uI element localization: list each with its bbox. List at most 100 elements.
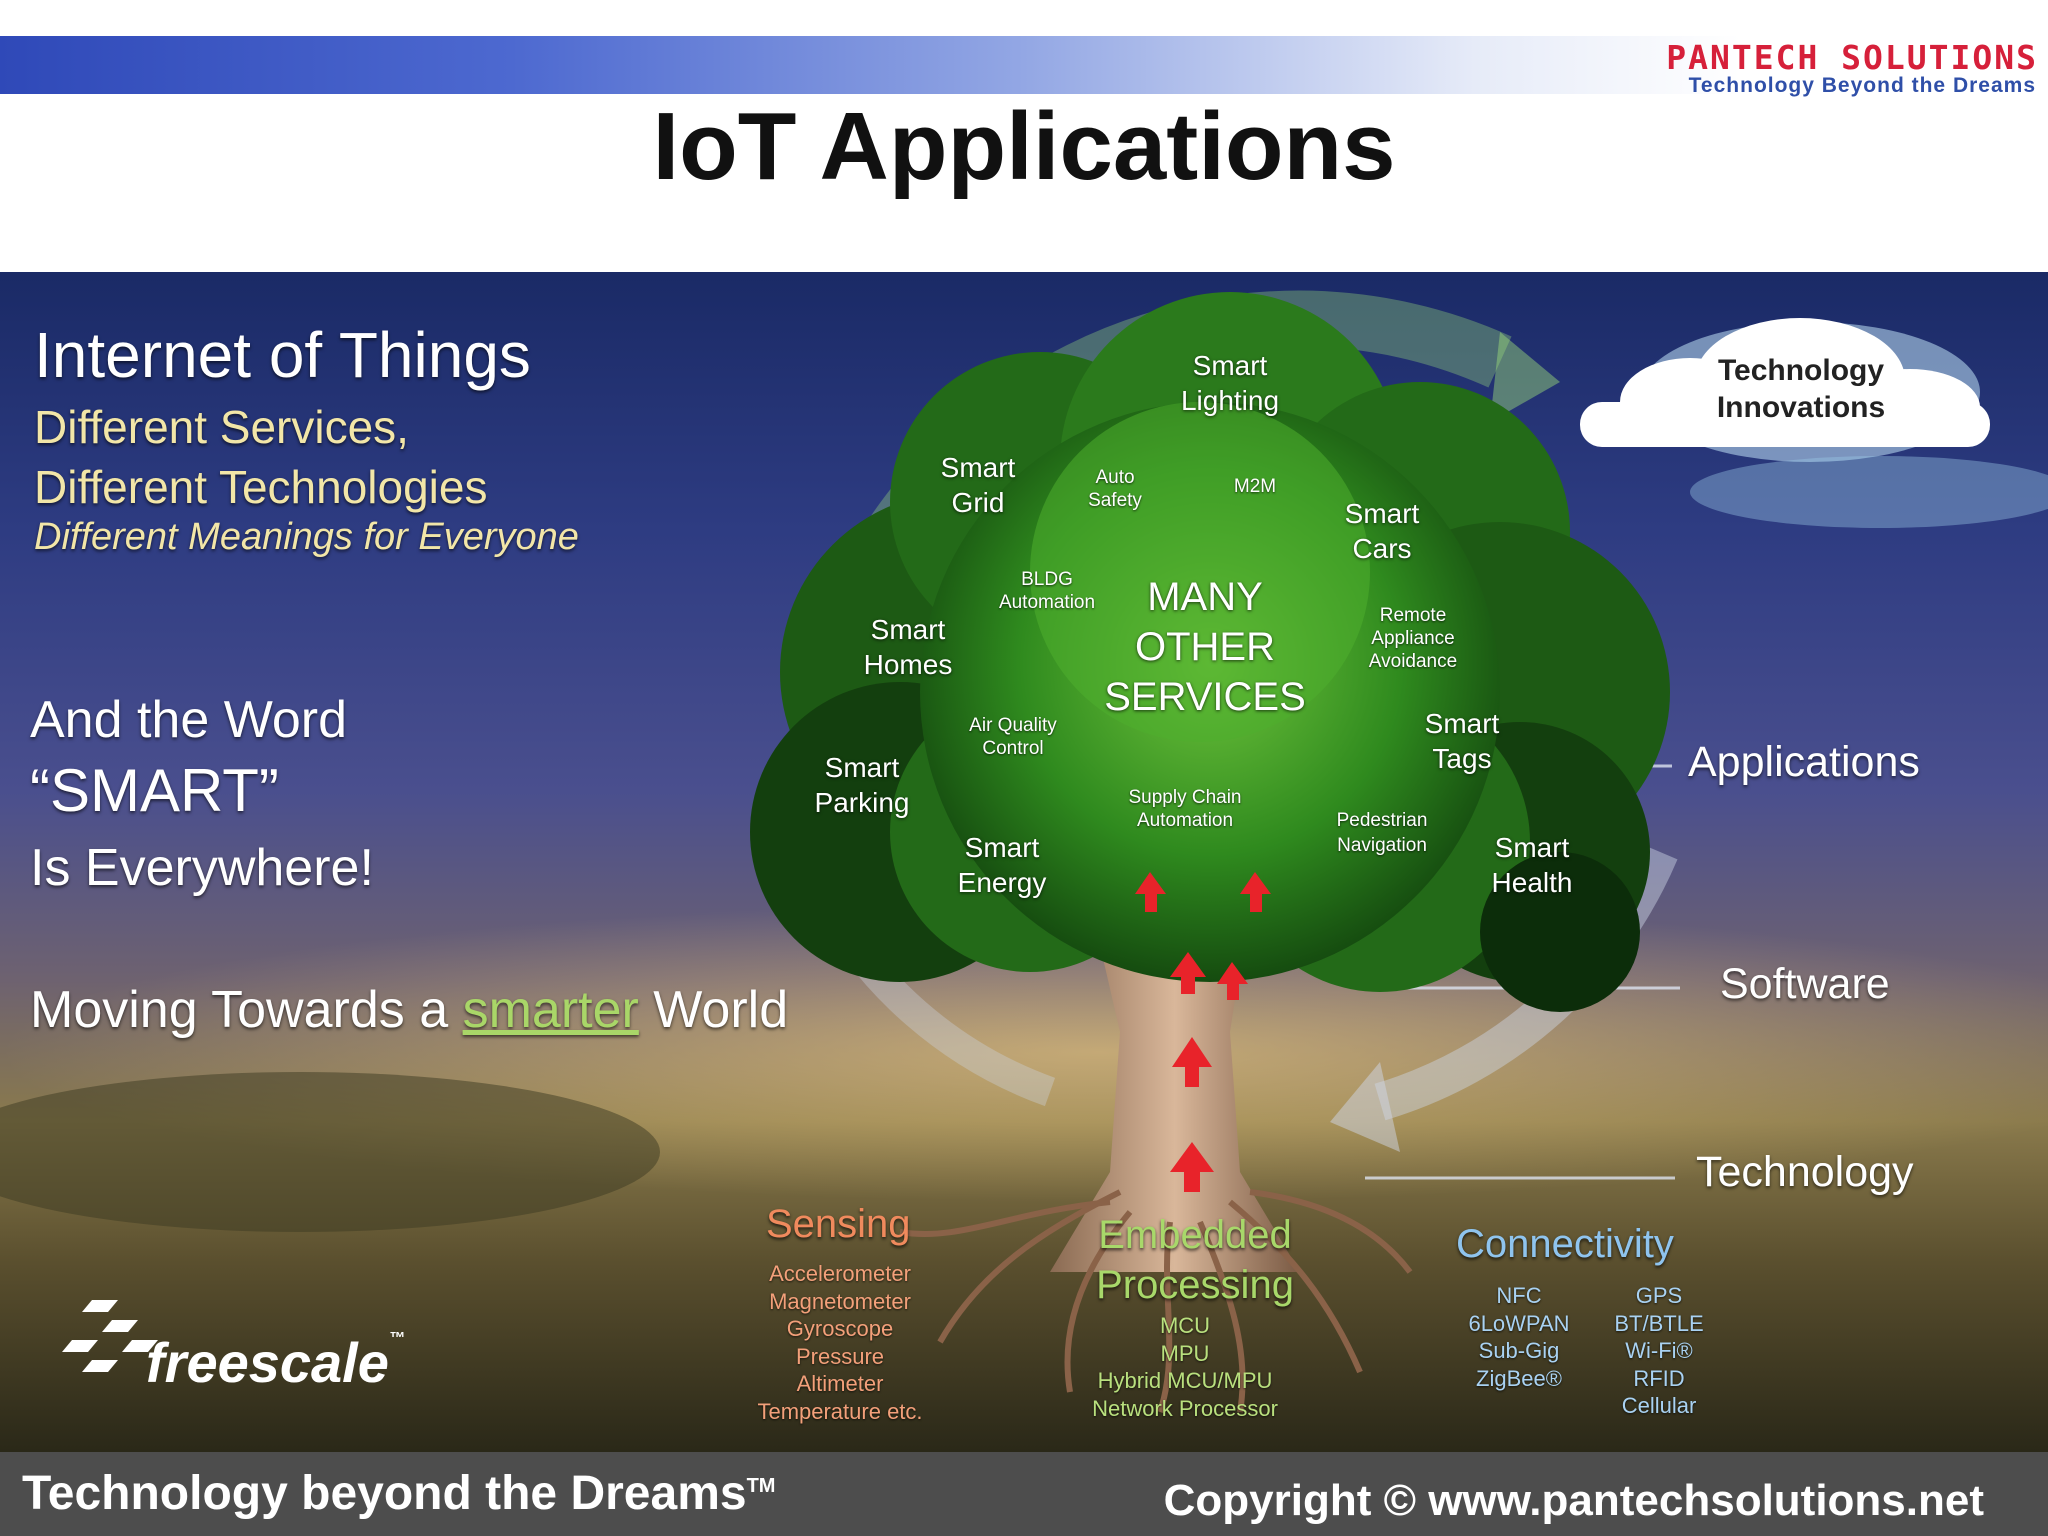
leaf-m2m: M2M bbox=[1233, 476, 1277, 497]
sensing-title: Sensing bbox=[766, 1202, 911, 1246]
leaf-line: Navigation bbox=[1337, 835, 1427, 856]
intro-line-technologies: Different Technologies bbox=[34, 461, 488, 513]
brand-logo-text: PANTECH SOLUTIONS bbox=[1666, 38, 2038, 77]
cloud-shape bbox=[1580, 318, 2048, 528]
leaf-line: Energy bbox=[957, 867, 1047, 898]
moving-prefix: Moving Towards a bbox=[30, 981, 463, 1039]
moving-suffix: World bbox=[638, 981, 789, 1039]
cloud-line-innovations: Innovations bbox=[1716, 391, 1886, 424]
slide-title: IoT Applications bbox=[652, 93, 1396, 200]
connectivity-list-2: GPS BT/BTLE Wi-Fi® RFID Cellular bbox=[1596, 1282, 1722, 1420]
embedded-title-line: Embedded bbox=[1098, 1213, 1292, 1257]
sensing-item: Magnetometer bbox=[769, 1288, 911, 1314]
smart-line-smart: “SMART” bbox=[30, 757, 279, 824]
cycle-arrowhead-right bbox=[1330, 1062, 1400, 1152]
leaf-line: Smart bbox=[964, 832, 1040, 863]
leaf-line: Parking bbox=[814, 787, 910, 818]
intro-title: Internet of Things bbox=[34, 319, 531, 391]
tree-canopy bbox=[750, 292, 1670, 1012]
connectivity-list-1: NFC 6LoWPAN Sub-Gig ZigBee® bbox=[1446, 1282, 1592, 1392]
leaf-line: Smart bbox=[1494, 832, 1570, 863]
leaf-line: Remote bbox=[1379, 605, 1447, 626]
leaf-line: Smart bbox=[824, 752, 900, 783]
embedded-item: Hybrid MCU/MPU bbox=[1097, 1368, 1273, 1393]
layer-software: Software bbox=[1720, 960, 1890, 1008]
tree-trunk bbox=[1050, 902, 1300, 1272]
leaf-line: Health bbox=[1491, 867, 1573, 898]
connectivity-title: Connectivity bbox=[1456, 1222, 1674, 1266]
footer-tm: TM bbox=[746, 1475, 776, 1497]
sensing-item: Accelerometer bbox=[769, 1261, 911, 1286]
footer-tagline: Technology beyond the DreamsTM bbox=[22, 1466, 775, 1521]
smart-line-word: And the Word bbox=[30, 691, 348, 749]
brand-tagline: Technology Beyond the Dreams bbox=[1688, 74, 2036, 97]
cycle-arrowhead-top bbox=[1490, 332, 1560, 422]
ground-shadow-left bbox=[0, 1072, 660, 1232]
tree-center-line: MANY bbox=[1147, 575, 1263, 619]
cloud-text: Technology Innovations bbox=[1716, 352, 1886, 426]
embedded-item: MPU bbox=[1160, 1340, 1210, 1366]
trunk-arrows bbox=[1135, 872, 1271, 1192]
leaf-line: Safety bbox=[1088, 490, 1142, 511]
tree-artwork bbox=[0, 290, 2048, 1413]
leaf-line: Smart bbox=[1344, 498, 1420, 529]
leaf-line: BLDG bbox=[1021, 569, 1073, 590]
connectivity-item: Wi-Fi® bbox=[1625, 1338, 1693, 1363]
footer-tagline-text: Technology beyond the Dreams bbox=[22, 1467, 747, 1520]
tree-center-line: OTHER bbox=[1135, 625, 1275, 669]
leaf-line: Smart bbox=[870, 614, 946, 645]
connectivity-item: NFC bbox=[1496, 1283, 1542, 1308]
freescale-tm: ™ bbox=[388, 1330, 405, 1347]
header-gradient-band bbox=[0, 36, 2048, 94]
connectivity-item: ZigBee® bbox=[1476, 1365, 1562, 1391]
freescale-logo-text: freescale™ bbox=[146, 1330, 405, 1395]
leaf-line: Cars bbox=[1352, 533, 1412, 564]
smart-line-everywhere: Is Everywhere! bbox=[30, 839, 374, 897]
cloud-line-technology: Technology bbox=[1717, 354, 1885, 387]
tree-roots bbox=[899, 1189, 1413, 1413]
leaf-line: Smart bbox=[1424, 708, 1500, 739]
leaf-line: Lighting bbox=[1180, 385, 1280, 416]
leaf-line: Smart bbox=[940, 452, 1016, 483]
embedded-title: Embedded Processing bbox=[1085, 1210, 1305, 1310]
moving-towards-text: Moving Towards a smarter World bbox=[30, 980, 788, 1040]
connectivity-item: Sub-Gig bbox=[1478, 1338, 1560, 1363]
leaf-line: Tags bbox=[1432, 743, 1492, 774]
footer-copyright: Copyright © www.pantechsolutions.net bbox=[1163, 1476, 1984, 1525]
slide-footer: Technology beyond the DreamsTM Copyright… bbox=[0, 1452, 2048, 1536]
sensing-item: Temperature etc. bbox=[757, 1398, 923, 1424]
tree-center-line: SERVICES bbox=[1104, 675, 1306, 719]
connectivity-item: Cellular bbox=[1621, 1393, 1697, 1418]
embedded-item: Network Processor bbox=[1092, 1395, 1278, 1421]
sensing-list: Accelerometer Magnetometer Gyroscope Pre… bbox=[740, 1260, 940, 1425]
embedded-item: MCU bbox=[1159, 1313, 1211, 1338]
layer-applications: Applications bbox=[1688, 738, 1920, 786]
intro-line-meanings: Different Meanings for Everyone bbox=[34, 516, 579, 558]
leaf-line: Appliance bbox=[1371, 628, 1455, 649]
moving-highlight: smarter bbox=[462, 981, 639, 1039]
tree-center-many-other-services: MANY OTHER SERVICES bbox=[1080, 572, 1330, 722]
iot-tree-illustration: Internet of Things Different Services, D… bbox=[0, 272, 2048, 1452]
leaf-line: Avoidance bbox=[1368, 651, 1458, 672]
freescale-logo-mark bbox=[62, 1300, 158, 1372]
leaf-line: Automation bbox=[998, 592, 1096, 613]
connectivity-item: GPS bbox=[1635, 1283, 1683, 1308]
leaf-line: Pedestrian bbox=[1336, 810, 1428, 831]
leaf-line: Grid bbox=[951, 487, 1005, 518]
freescale-wordmark: freescale bbox=[146, 1331, 389, 1394]
sensing-item: Altimeter bbox=[796, 1371, 884, 1396]
slide-header: PANTECH SOLUTIONS Technology Beyond the … bbox=[0, 0, 2048, 272]
